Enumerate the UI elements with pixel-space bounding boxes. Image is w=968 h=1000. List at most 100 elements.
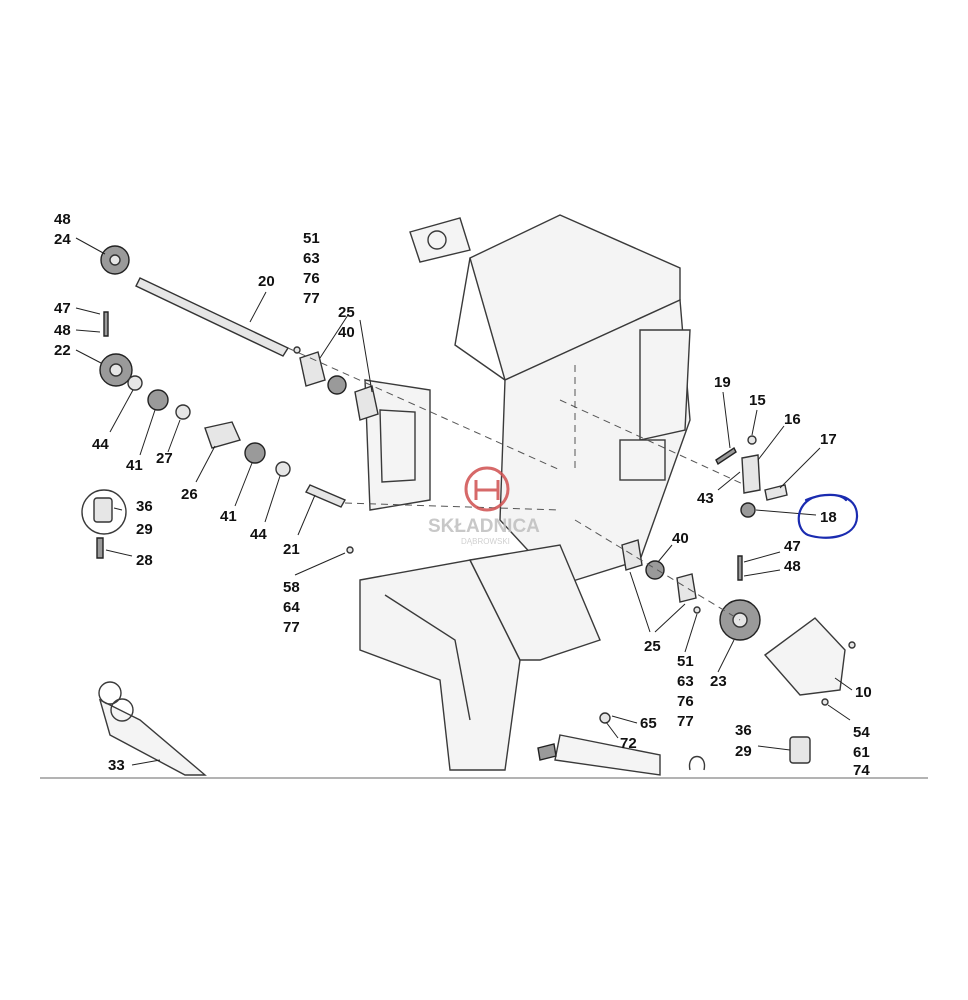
hopper-housing <box>469 214 681 381</box>
pin-47-48-right <box>737 555 743 581</box>
leader-24 <box>75 237 106 255</box>
callout-10: 10 <box>855 684 872 701</box>
callout-63-right: 63 <box>677 673 694 690</box>
axis-line-shaft-20 <box>287 347 561 471</box>
callout-74: 74 <box>853 762 870 779</box>
leader-21 <box>297 494 316 536</box>
bearing-40b <box>645 560 665 580</box>
callout-77-right: 77 <box>677 713 694 730</box>
spring-19 <box>715 446 737 466</box>
callout-19: 19 <box>714 374 731 391</box>
leader-23 <box>717 639 735 673</box>
highlight-circle-18 <box>797 493 859 539</box>
callout-labels: 48 24 20 51 63 76 77 25 40 47 48 22 44 4… <box>54 211 872 779</box>
leader-41b <box>234 462 253 507</box>
bearing-41a <box>147 389 169 411</box>
flange-26 <box>204 421 241 449</box>
bolt-10-cover <box>848 641 856 649</box>
leader-72 <box>605 721 619 739</box>
washer-65 <box>599 712 611 724</box>
lower-frame-center <box>468 544 601 661</box>
callout-28: 28 <box>136 552 153 569</box>
top-link-hole <box>427 230 447 250</box>
callout-27: 27 <box>156 450 173 467</box>
callout-24: 24 <box>54 231 71 248</box>
sprocket-22-hub <box>109 363 123 377</box>
drawbar-eye-b <box>110 698 134 722</box>
callout-77-mid: 77 <box>283 619 300 636</box>
callout-65: 65 <box>640 715 657 732</box>
bearing-41b <box>244 442 266 464</box>
callout-63-top: 63 <box>303 250 320 267</box>
leader-16 <box>757 425 785 461</box>
leader-44a <box>109 389 134 433</box>
right-post <box>639 329 691 441</box>
leader-15 <box>751 409 758 436</box>
callout-48-top: 48 <box>54 211 71 228</box>
bolt-51-group-left <box>293 346 301 354</box>
callout-58: 58 <box>283 579 300 596</box>
shaft-21 <box>305 484 346 508</box>
callout-40-top: 40 <box>338 324 355 341</box>
callout-40-right: 40 <box>672 530 689 547</box>
callout-29-right: 29 <box>735 743 752 760</box>
bush-27 <box>175 404 191 420</box>
leader-20 <box>249 291 267 323</box>
callout-64: 64 <box>283 599 300 616</box>
callout-33: 33 <box>108 757 125 774</box>
callout-25-right: 25 <box>644 638 661 655</box>
leader-36a <box>113 507 123 511</box>
leader-47a <box>75 307 101 333</box>
leader-19 <box>722 391 731 449</box>
right-mount-box <box>619 439 666 481</box>
chain-link-36-29-left <box>93 497 113 523</box>
bearing-40a <box>327 375 347 395</box>
callout-18: 18 <box>820 509 837 526</box>
leader-17 <box>779 447 821 489</box>
leader-41a <box>139 409 156 456</box>
leader-10 <box>834 677 853 691</box>
leader-44b <box>264 475 281 523</box>
bolt-51-group-right <box>693 606 701 614</box>
callout-61: 61 <box>853 744 870 761</box>
leader-22 <box>75 349 102 364</box>
leader-27 <box>167 419 181 453</box>
watermark-logo-mark <box>474 480 500 500</box>
leader-58 <box>294 552 346 576</box>
callout-25-top: 25 <box>338 304 355 321</box>
pin-47-48-left <box>103 311 109 337</box>
ring-44a <box>127 375 143 391</box>
chain-guard-10 <box>763 617 846 696</box>
bolt-54-group <box>821 698 829 706</box>
axis-line-right-shaft <box>574 519 741 621</box>
callout-41-mid: 41 <box>220 508 237 525</box>
flange-25a <box>299 351 326 387</box>
callout-77-top: 77 <box>303 290 320 307</box>
callout-41-left: 41 <box>126 457 143 474</box>
shaft-20 <box>135 277 290 357</box>
callout-22: 22 <box>54 342 71 359</box>
callout-16: 16 <box>784 411 801 428</box>
watermark: SKŁADNICA DĄBROWSKI <box>428 466 540 546</box>
sprocket-24-hub <box>109 254 121 266</box>
leader-18 <box>755 509 817 516</box>
callout-20: 20 <box>258 273 275 290</box>
hopper-left-edge <box>454 257 506 381</box>
bolt-58-group <box>346 546 354 554</box>
watermark-title: SKŁADNICA <box>428 516 540 537</box>
drawing-line-art <box>40 214 928 779</box>
chain-link-36-29-right <box>789 736 811 764</box>
callout-23: 23 <box>710 673 727 690</box>
pin-17 <box>764 484 788 501</box>
callout-72: 72 <box>620 735 637 752</box>
leader-47b <box>743 551 781 577</box>
leader-25a <box>319 314 373 393</box>
callout-54: 54 <box>853 724 870 741</box>
callout-44-mid: 44 <box>250 526 267 543</box>
callout-36-left: 36 <box>136 498 153 515</box>
leader-29b <box>757 745 791 751</box>
drawbar-33 <box>98 698 207 776</box>
callout-29-left: 29 <box>136 521 153 538</box>
side-bracket-slot <box>379 409 416 483</box>
